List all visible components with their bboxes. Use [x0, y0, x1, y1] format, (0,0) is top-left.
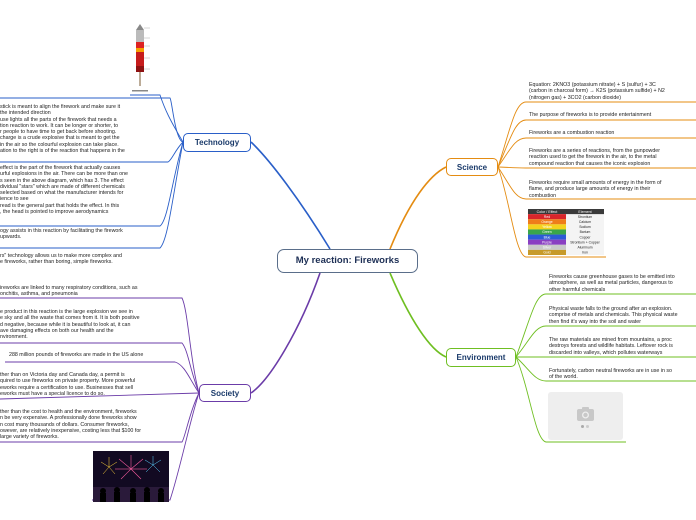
carousel-dots [581, 425, 591, 428]
category-environment[interactable]: Environment [446, 348, 516, 367]
table-cell: Red [544, 215, 550, 219]
environment-item-1: Fireworks cause greenhouse gases to be e… [549, 274, 675, 293]
camera-icon [577, 407, 594, 421]
table-swatch [528, 244, 566, 250]
table-cell: Barium [580, 230, 591, 234]
table-cell: Blue [544, 235, 551, 239]
science-item-2: The purpose of fireworks is to provide e… [529, 112, 652, 118]
table-cell: Gold [543, 251, 550, 255]
table-cell: Sodium [579, 225, 591, 229]
technology-item-2: effect is the part of the firework that … [0, 165, 128, 216]
society-item-5: ther than the cost to health and the env… [0, 409, 142, 441]
table-cell: Aluminum [577, 245, 592, 249]
category-society[interactable]: Society [199, 384, 251, 402]
table-cell: Copper [579, 235, 591, 239]
category-science[interactable]: Science [446, 158, 498, 176]
table-swatch [528, 229, 566, 235]
table-header: Color / Effect [537, 210, 558, 214]
table-cell: Green [542, 230, 552, 234]
science-item-3: Fireworks are a combustion reaction [529, 130, 615, 136]
category-technology[interactable]: Technology [183, 133, 251, 152]
table-cell: Strontium [578, 215, 593, 219]
society-item-4: ther than on Victoria day and Canada day… [0, 372, 136, 397]
technology-item-4: rs" technology allows us to make more co… [0, 253, 122, 266]
table-cell: Calcium [579, 220, 591, 224]
table-cell: Iron [582, 251, 588, 255]
science-item-4: Fireworks are a series of reactions, fro… [529, 148, 661, 167]
table-cell: Strontium + Copper [570, 240, 600, 244]
table-swatch [528, 224, 566, 230]
science-item-5: Fireworks require small amounts of energ… [529, 180, 662, 199]
table-swatch [528, 249, 566, 255]
fireworks-crowd-image [93, 451, 169, 502]
table-cell: Orange [541, 220, 552, 224]
environment-item-3: The raw materials are mined from mountai… [549, 337, 673, 356]
table-swatch [528, 234, 566, 240]
technology-item-1: stick is meant to align the firework and… [0, 104, 125, 155]
table-header: Element [578, 210, 591, 214]
table-swatch [528, 214, 566, 220]
science-item-1: Equation: 2KNO3 (potassium nitrate) + S … [529, 82, 665, 101]
technology-item-3: ogy assists in this reaction by facilita… [0, 228, 123, 241]
society-item-3: 288 million pounds of fireworks are made… [9, 352, 144, 358]
table-swatch [528, 239, 566, 245]
table-cell: Yellow [542, 225, 552, 229]
table-swatch [528, 219, 566, 225]
firework-rocket-image [132, 24, 150, 92]
image-placeholder[interactable] [548, 392, 623, 440]
table-cell: Silver [543, 245, 552, 249]
society-item-1: ireworks are linked to many respiratory … [0, 285, 138, 298]
environment-item-2: Physical waste falls to the ground after… [549, 306, 678, 325]
central-topic[interactable]: My reaction: Fireworks [277, 249, 418, 273]
environment-item-4: Fortunately, carbon neutral fireworks ar… [549, 368, 672, 381]
table-cell: Purple [542, 240, 552, 244]
society-item-2: e product in this reaction is the large … [0, 309, 140, 341]
